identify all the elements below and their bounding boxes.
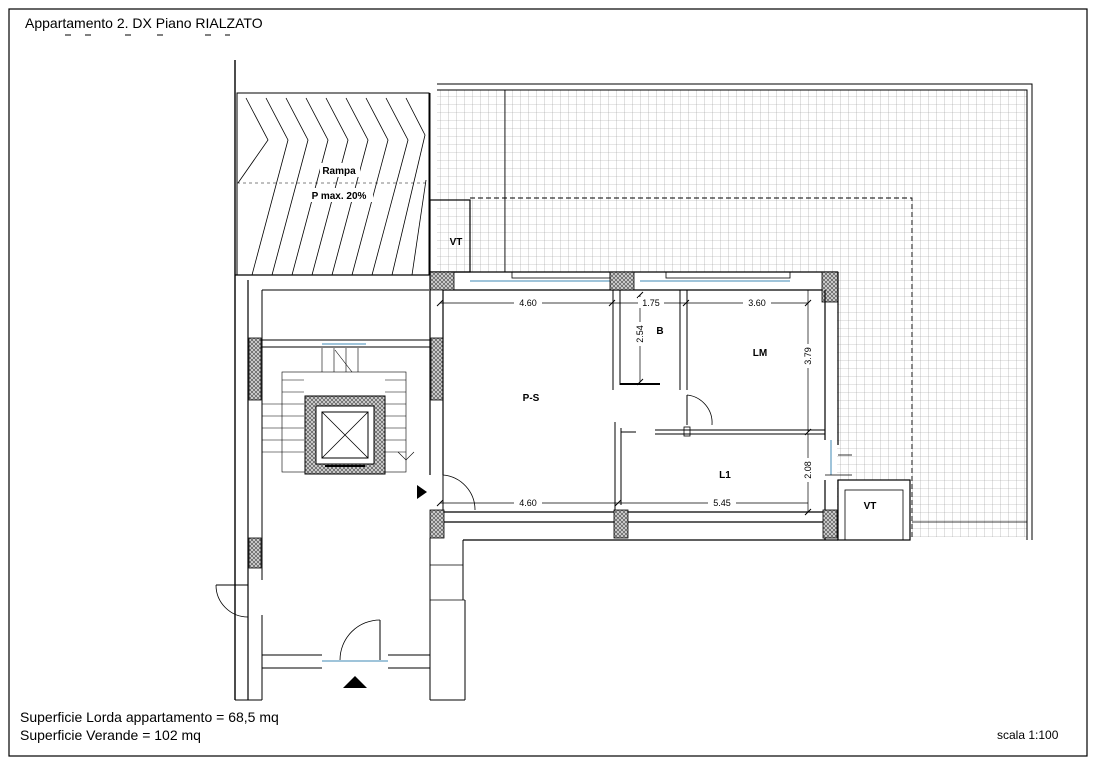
dim-lower-vertical: 2.08 — [803, 461, 813, 479]
dim-top-mid: 1.75 — [642, 298, 660, 308]
stair-core — [215, 60, 466, 701]
veranda-area-text: Superficie Verande = 102 mq — [20, 727, 201, 743]
vt-top-label: VT — [450, 237, 463, 248]
sheet-border — [8, 8, 1088, 757]
bath-label: B — [656, 326, 663, 337]
hall-label: P-S — [523, 393, 540, 404]
veranda-floor — [437, 83, 1033, 540]
dim-bottom-left: 4.60 — [519, 498, 537, 508]
entrance-arrow-icon — [343, 676, 367, 688]
ramp-label: Rampa — [322, 166, 356, 177]
vt-bottom-label: VT — [864, 501, 877, 512]
gross-area-text: Superficie Lorda appartamento = 68,5 mq — [20, 709, 279, 725]
plan-labels: Rampa P max. 20% VT VT B LM P-S L1 4.60 … — [305, 163, 876, 512]
dimension-lines — [436, 290, 812, 516]
ramp-slope-label: P max. 20% — [312, 191, 367, 202]
sheet-title: Appartamento 2. DX Piano RIALZATO — [25, 15, 263, 31]
bedroom-label: L1 — [719, 470, 731, 481]
dim-top-left: 4.60 — [519, 298, 537, 308]
dim-bath-vertical: 2.54 — [635, 325, 645, 343]
dim-top-right: 3.60 — [748, 298, 766, 308]
living-label: LM — [753, 348, 767, 359]
cropped-subtitle-marks — [65, 34, 230, 36]
scale-text: scala 1:100 — [997, 728, 1059, 742]
apartment-entry-arrow-icon — [417, 485, 427, 499]
apartment-walls — [429, 199, 911, 700]
dim-living-vertical: 3.79 — [803, 347, 813, 365]
dim-bottom-right: 5.45 — [713, 498, 731, 508]
ramp — [236, 92, 431, 276]
